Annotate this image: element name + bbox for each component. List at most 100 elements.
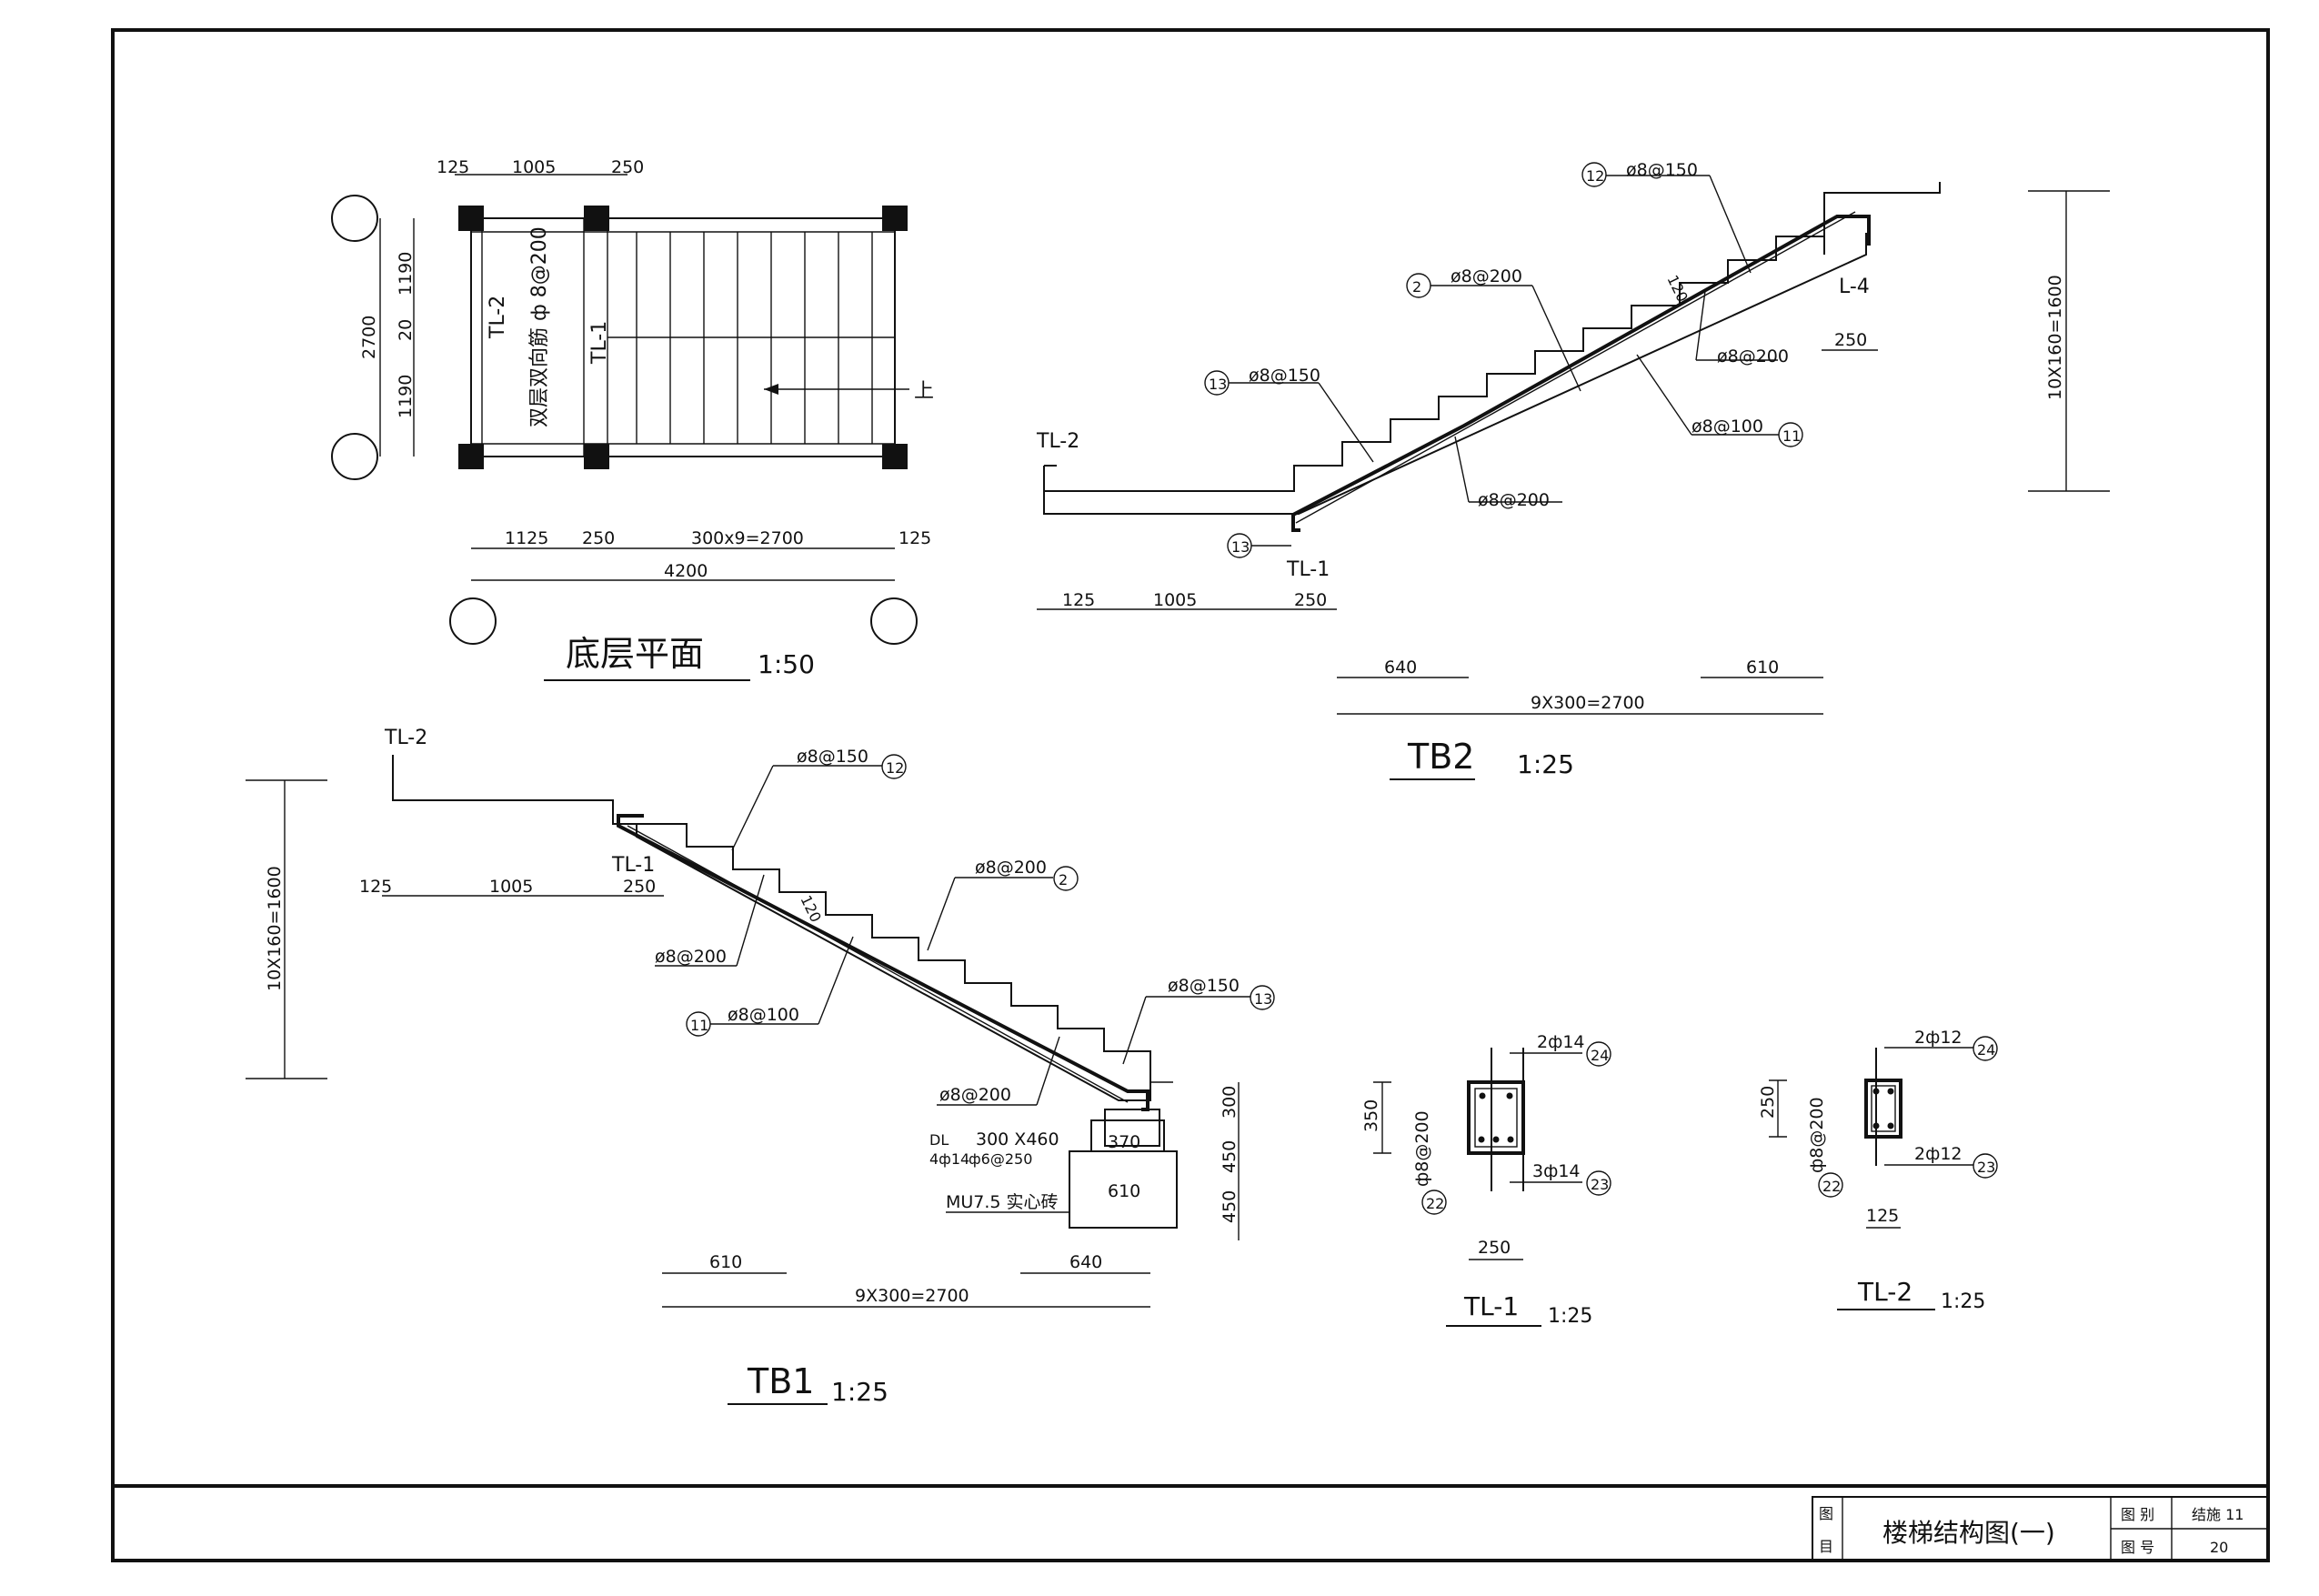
svg-text:DL: DL <box>929 1131 949 1149</box>
svg-text:3ф14: 3ф14 <box>1532 1161 1581 1181</box>
svg-text:结施 11: 结施 11 <box>2192 1506 2244 1523</box>
svg-text:13: 13 <box>1254 990 1272 1008</box>
slab-rebar-note: 双层双向筋 ф 8@200 <box>528 226 551 427</box>
svg-text:2: 2 <box>1412 278 1421 296</box>
svg-text:ø8@200: ø8@200 <box>655 947 727 967</box>
svg-text:ø8@150: ø8@150 <box>1168 976 1240 996</box>
svg-text:125: 125 <box>359 877 392 897</box>
svg-text:250: 250 <box>1478 1238 1511 1258</box>
svg-text:ф8@200: ф8@200 <box>1412 1110 1432 1187</box>
svg-text:1005: 1005 <box>1153 590 1197 610</box>
svg-text:ø8@100: ø8@100 <box>728 1005 799 1025</box>
svg-text:TL-2: TL-2 <box>1036 430 1079 453</box>
svg-text:300x9=2700: 300x9=2700 <box>691 528 804 548</box>
svg-text:300 X460: 300 X460 <box>976 1129 1059 1149</box>
tl2-scale: 1:25 <box>1941 1290 1985 1313</box>
svg-text:ø8@150: ø8@150 <box>797 747 868 767</box>
sheet-border <box>111 28 2270 1562</box>
svg-text:10X160=1600: 10X160=1600 <box>265 866 285 991</box>
svg-text:1005: 1005 <box>512 157 556 177</box>
svg-text:11: 11 <box>1782 427 1801 445</box>
svg-text:1125: 1125 <box>505 528 548 548</box>
svg-text:23: 23 <box>1977 1159 1995 1176</box>
svg-text:370: 370 <box>1108 1132 1140 1152</box>
svg-text:13: 13 <box>1209 376 1227 393</box>
svg-text:24: 24 <box>1591 1047 1609 1064</box>
up-label: 上 <box>914 380 934 403</box>
svg-text:ø8@200: ø8@200 <box>975 858 1047 878</box>
plan-title: 底层平面 <box>566 634 704 674</box>
svg-text:ф8@200: ф8@200 <box>1807 1097 1827 1173</box>
plan-beam-tl2: TL-2 <box>487 296 509 339</box>
svg-text:610: 610 <box>709 1252 742 1272</box>
svg-text:ø8@200: ø8@200 <box>1451 266 1522 286</box>
svg-text:300: 300 <box>1220 1086 1240 1119</box>
svg-text:250: 250 <box>1834 330 1867 350</box>
svg-text:640: 640 <box>1384 657 1417 678</box>
svg-text:24: 24 <box>1977 1041 1995 1059</box>
svg-text:1005: 1005 <box>489 877 533 897</box>
plan-beam-tl1: TL-1 <box>588 321 611 365</box>
svg-text:ø8@100: ø8@100 <box>1692 417 1763 437</box>
svg-text:1190: 1190 <box>396 375 416 418</box>
svg-text:11: 11 <box>690 1017 708 1034</box>
tl1-title: TL-1 <box>1463 1291 1519 1321</box>
ground-floor-plan: 上 TL-2 双层双向筋 ф 8@200 TL-1 125 1005 250 2… <box>331 157 934 681</box>
svg-text:2ф14: 2ф14 <box>1537 1032 1585 1052</box>
svg-text:20: 20 <box>396 319 416 341</box>
svg-text:2ф12: 2ф12 <box>1914 1144 1963 1164</box>
tl1-section <box>1467 1080 1525 1155</box>
title-block: 图 目 楼梯结构图(一) 图 别 结施 11 图 号 20 <box>1812 1496 2268 1561</box>
svg-text:L-4: L-4 <box>1839 276 1870 298</box>
svg-text:TL-1: TL-1 <box>1286 558 1330 581</box>
axis-bubble <box>331 433 378 480</box>
svg-text:图 别: 图 别 <box>2121 1506 2154 1523</box>
svg-text:610: 610 <box>1108 1181 1140 1201</box>
svg-text:12: 12 <box>886 759 904 777</box>
svg-text:2ф12: 2ф12 <box>1914 1028 1963 1048</box>
svg-text:250: 250 <box>611 157 644 177</box>
svg-text:250: 250 <box>582 528 615 548</box>
svg-text:250: 250 <box>1294 590 1327 610</box>
tl2-title: TL-2 <box>1857 1277 1912 1307</box>
tb1-scale: 1:25 <box>831 1377 888 1407</box>
svg-text:图: 图 <box>1819 1505 1833 1522</box>
axis-bubble <box>449 597 497 645</box>
beam-section-tl2: 2ф12 24 ф8@200 22 2ф12 23 250 125 TL-2 1… <box>1758 1028 1998 1313</box>
svg-text:ø8@200: ø8@200 <box>939 1085 1011 1105</box>
svg-text:125: 125 <box>1062 590 1095 610</box>
svg-text:TL-1: TL-1 <box>611 854 655 877</box>
plan-scale: 1:50 <box>758 649 815 679</box>
svg-text:4ф14: 4ф14 <box>929 1150 969 1168</box>
svg-text:125: 125 <box>1866 1206 1899 1226</box>
svg-text:MU7.5 实心砖: MU7.5 实心砖 <box>946 1192 1059 1212</box>
svg-text:TL-2: TL-2 <box>384 727 427 749</box>
svg-text:13: 13 <box>1231 538 1250 556</box>
svg-text:ø8@150: ø8@150 <box>1626 160 1698 180</box>
axis-bubble <box>870 597 918 645</box>
svg-text:22: 22 <box>1426 1195 1444 1212</box>
svg-text:125: 125 <box>898 528 931 548</box>
tb2-scale: 1:25 <box>1517 749 1574 779</box>
svg-text:2700: 2700 <box>359 316 379 359</box>
svg-text:1190: 1190 <box>396 252 416 296</box>
svg-text:4200: 4200 <box>664 561 708 581</box>
svg-text:22: 22 <box>1822 1178 1841 1195</box>
axis-bubble <box>331 195 378 242</box>
tl1-scale: 1:25 <box>1548 1305 1592 1328</box>
footing-beam <box>1104 1109 1160 1147</box>
tb1-title: TB1 <box>747 1361 814 1401</box>
svg-text:610: 610 <box>1746 657 1779 678</box>
svg-text:350: 350 <box>1361 1099 1381 1132</box>
beam-section-tl1: 2ф14 24 ф8@200 22 3ф14 23 350 250 TL-1 1… <box>1361 1032 1611 1328</box>
svg-text:9X300=2700: 9X300=2700 <box>855 1286 969 1306</box>
svg-text:250: 250 <box>623 877 656 897</box>
drawing-name: 楼梯结构图(一) <box>1882 1518 2055 1548</box>
svg-text:2: 2 <box>1059 871 1068 888</box>
svg-text:640: 640 <box>1069 1252 1102 1272</box>
svg-text:目: 目 <box>1819 1538 1833 1555</box>
svg-text:250: 250 <box>1758 1086 1778 1119</box>
stair-section-tb2: TL-1 TL-2 L-4 120 12 ø8@150 2 ø8@200 13 … <box>1036 160 2110 780</box>
svg-text:9X300=2700: 9X300=2700 <box>1531 693 1645 713</box>
